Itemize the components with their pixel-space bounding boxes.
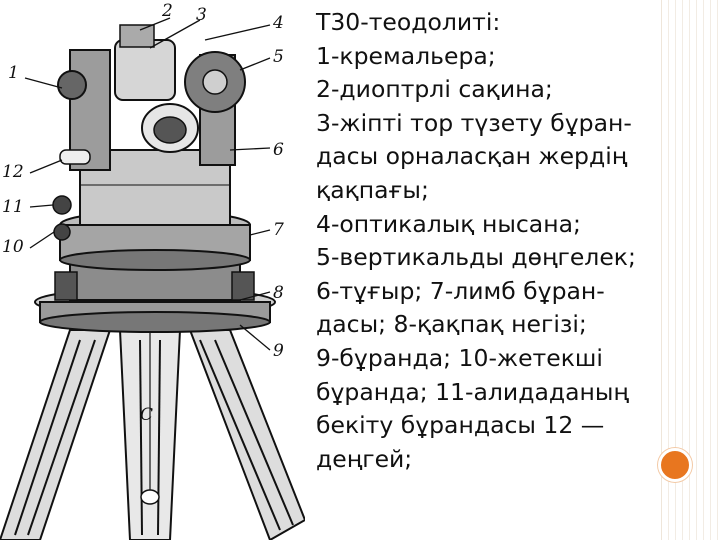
caption-line-5: дасы орналасқан жердің [316,142,628,171]
callout-1: 1 [8,63,19,83]
caption-line-4: 3-жіпті тор түзету бұран- [316,108,632,137]
callout-3: 3 [196,5,207,25]
caption-line-6: қақпағы; [316,175,429,204]
caption-line-12: бұранда; 11-алидаданың [316,377,629,406]
caption-line-1: Т30-теодолиті: [316,8,501,36]
telescope [114,39,176,101]
callout-11: 11 [2,197,24,217]
callout-6: 6 [273,140,284,160]
callout-5: 5 [273,47,284,67]
callout-12: 12 [2,162,24,182]
plumb-bob [140,489,160,505]
caption-line-3: 2-диоптрлі сақина; [316,75,553,104]
callout-4: 4 [272,13,284,33]
callout-leaders [24,17,271,351]
caption-line-2: 1-кремальера; [316,41,496,70]
callout-8: 8 [273,283,284,303]
caption-line-11: 9-бұранда; 10-жетекші [316,343,603,372]
caption-line-8: 5-вертикальды дөңгелек; [316,243,636,272]
caption-text: Т30-теодолиті: 1-кремальера; 2-диоптрлі … [316,6,706,476]
caption-line-7: 4-оптикалық нысана; [316,209,581,238]
tripod-legs [0,329,305,540]
tangent-screw [53,223,71,241]
caption-line-13: бекіту бұрандасы 12 — [316,411,605,440]
callout-10: 10 [2,237,24,257]
focusing-knob [57,70,87,100]
accent-dot [658,448,692,482]
theodolite-illustration: 1 2 3 4 5 6 7 8 9 10 11 12 С [0,1,305,540]
callout-9: 9 [273,341,284,361]
caption-line-14: деңгей; [316,444,413,473]
callout-c: С [140,405,153,425]
clamp-screw [52,195,72,215]
level-vial [59,149,91,165]
caption-line-10: дасы; 8-қақпақ негізі; [316,310,587,339]
callout-7: 7 [273,220,284,240]
callout-2: 2 [161,1,173,21]
diopter-ring [119,24,155,48]
caption-line-9: 6-тұғыр; 7-лимб бұран- [316,276,605,305]
